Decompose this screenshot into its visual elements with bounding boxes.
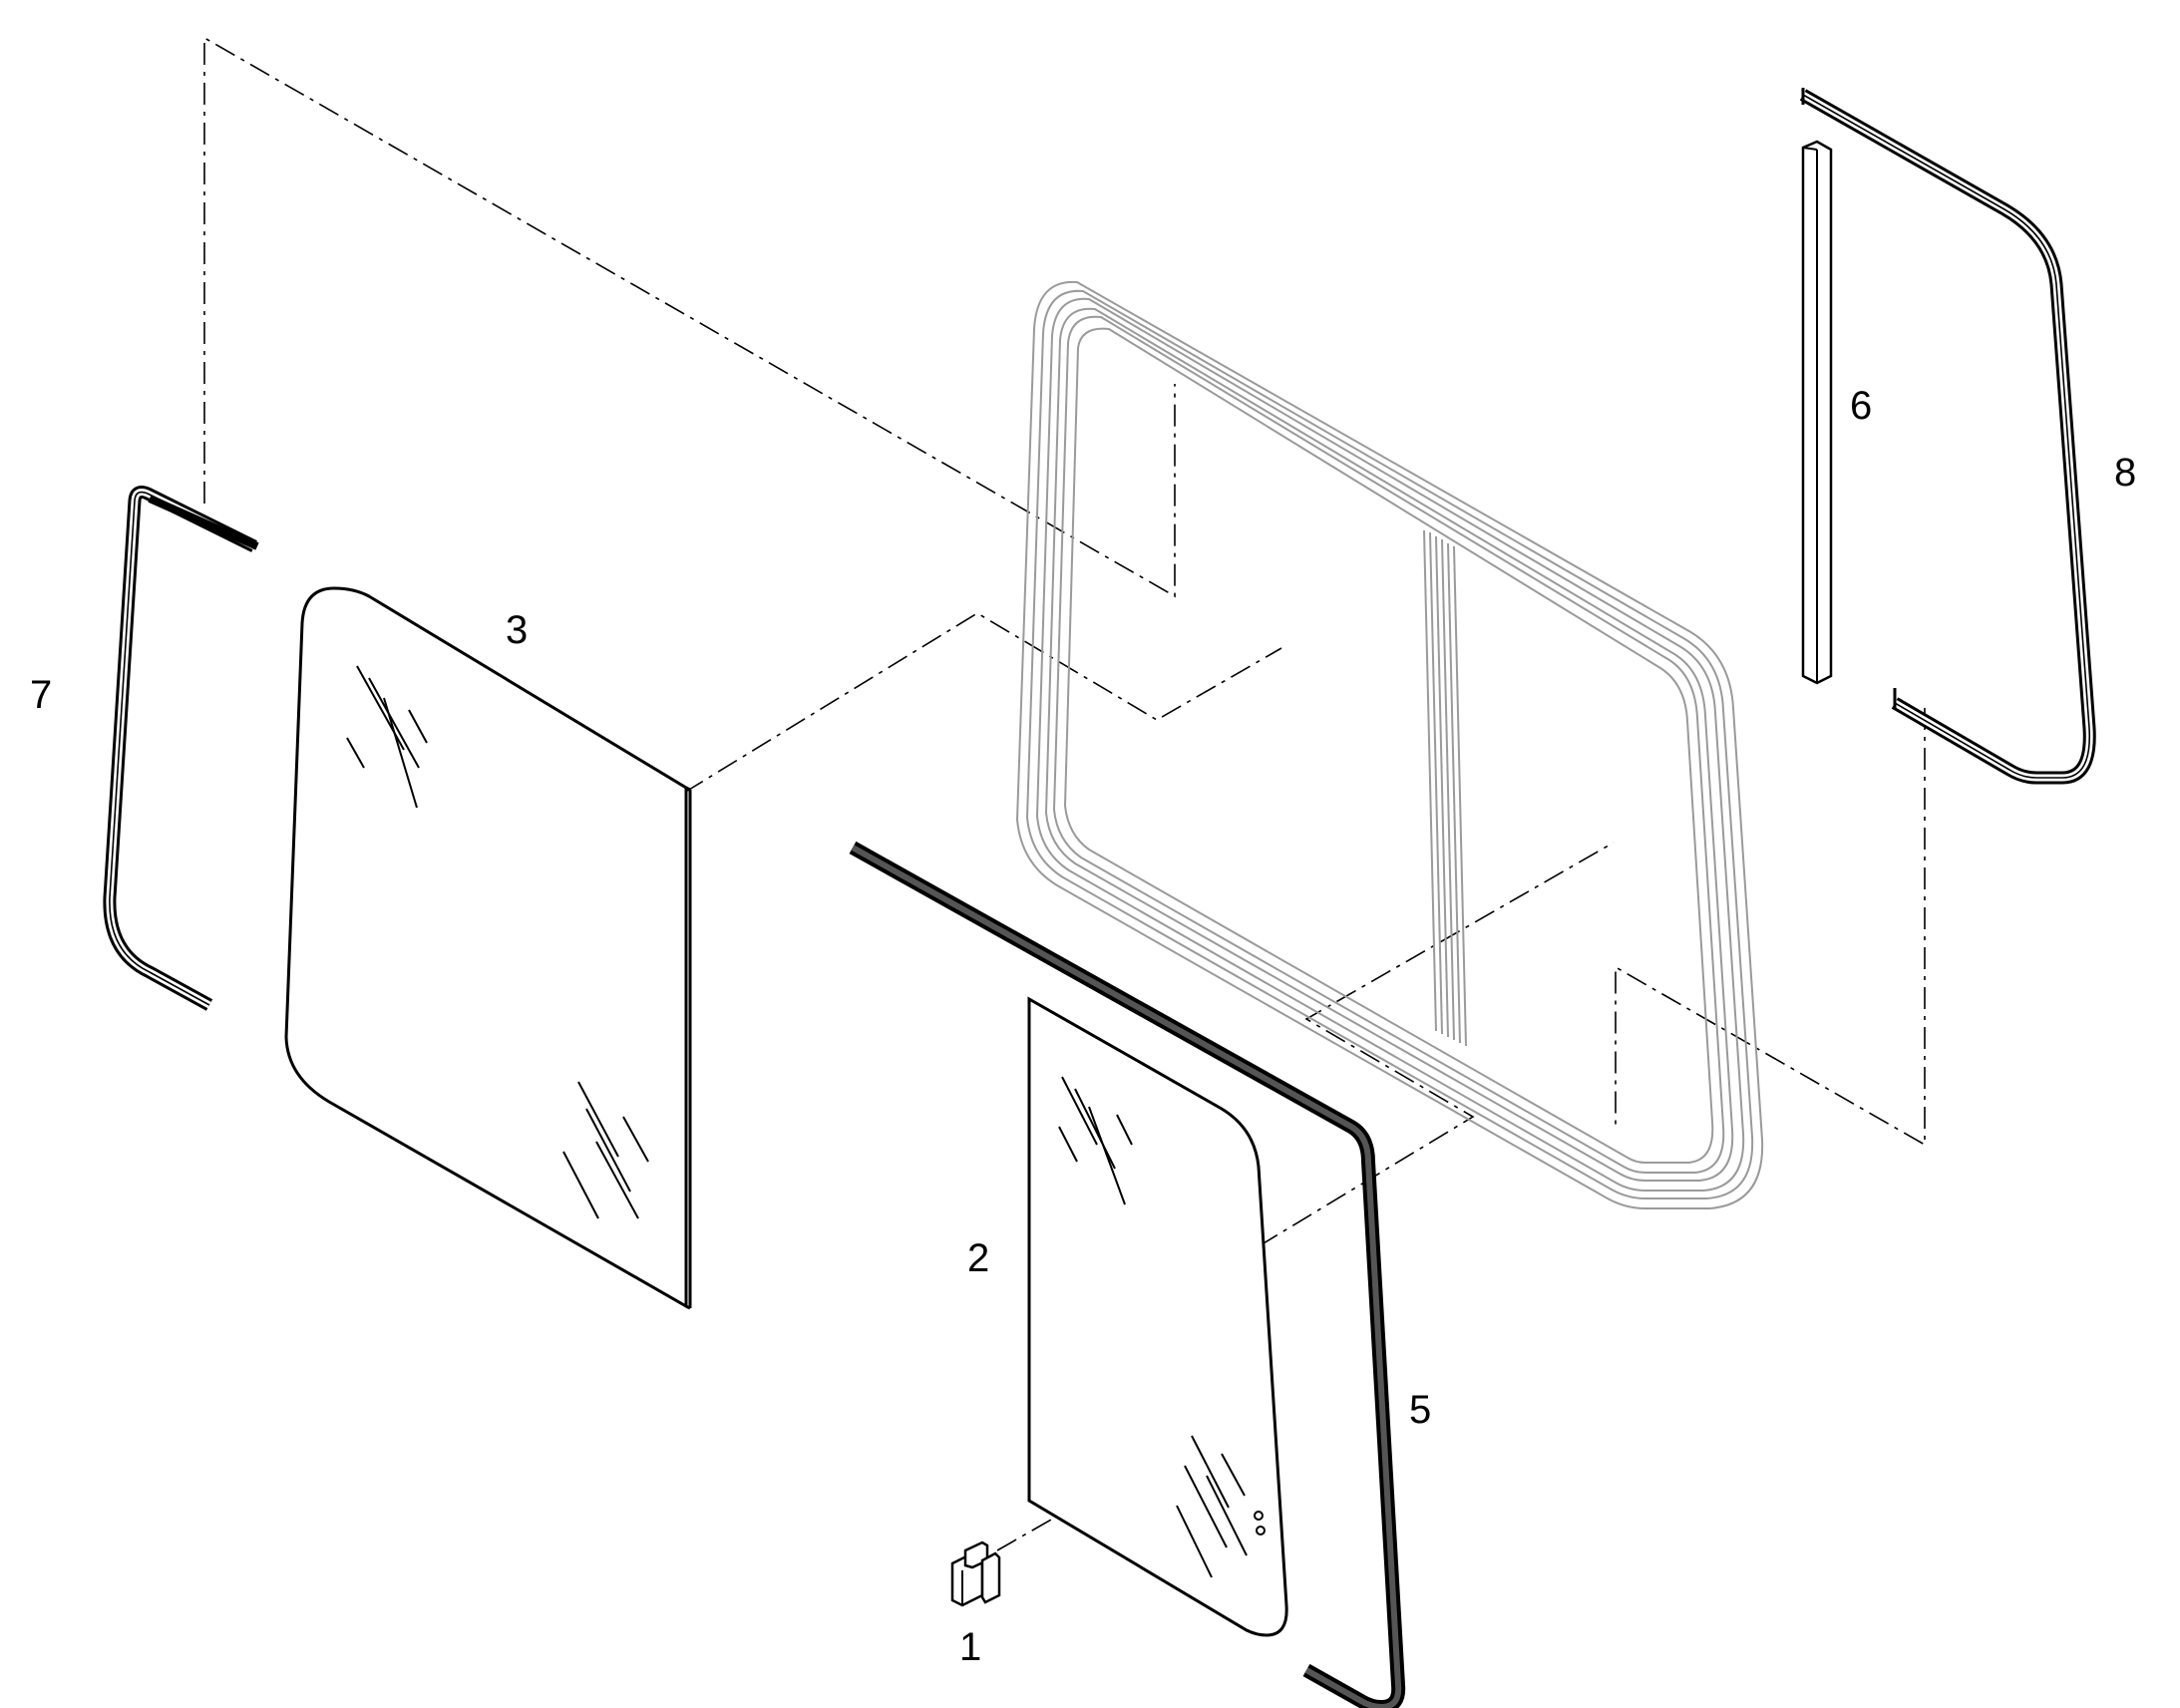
seal-8 — [1799, 88, 2096, 785]
glass-pane-3 — [284, 586, 692, 1310]
window-frame — [1015, 280, 1764, 1209]
glass-pane-2 — [1027, 996, 1288, 1637]
callout-3: 3 — [506, 608, 528, 652]
latch-1 — [950, 1540, 1001, 1607]
seal-5 — [849, 841, 1406, 1708]
callouts: 1 2 3 5 6 7 8 — [30, 384, 2136, 1669]
callout-7: 7 — [30, 673, 52, 717]
seal-7 — [103, 486, 259, 1011]
callout-8: 8 — [2114, 451, 2136, 495]
callout-2: 2 — [967, 1236, 989, 1280]
leader-2-to-frame — [1258, 842, 1615, 1247]
leader-7-to-frame — [203, 36, 1176, 598]
callout-1: 1 — [959, 1625, 981, 1669]
leader-3-to-frame — [683, 612, 1282, 794]
callout-5: 5 — [1409, 1388, 1431, 1432]
leader-8-to-frame — [1615, 708, 1926, 1147]
strip-6 — [1801, 140, 1833, 685]
callout-6: 6 — [1850, 384, 1872, 428]
